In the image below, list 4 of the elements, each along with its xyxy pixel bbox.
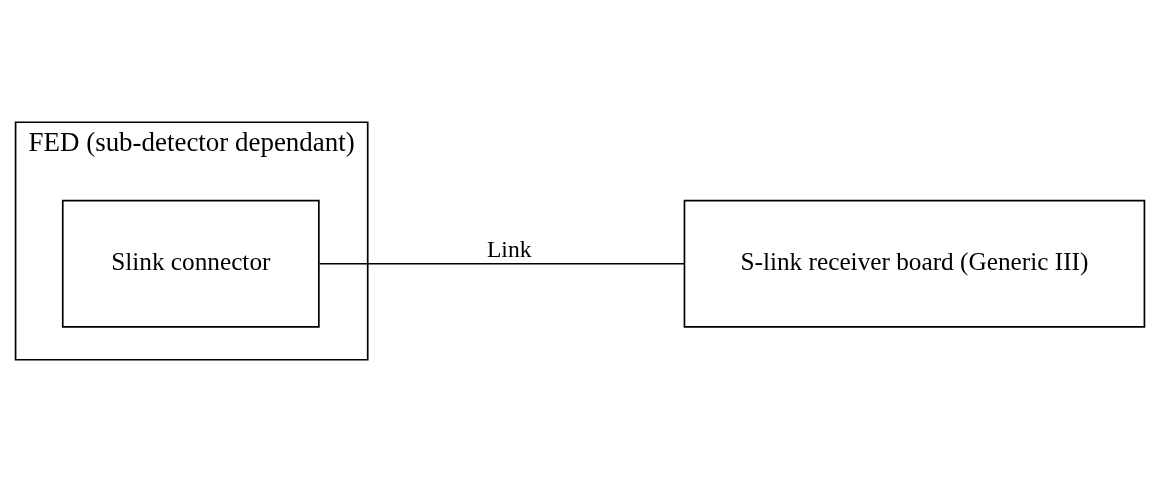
node-box: S-link receiver board (Generic III) bbox=[683, 199, 1146, 328]
edge-label: Link bbox=[486, 235, 532, 262]
connector bbox=[318, 262, 686, 265]
node-box: Slink connector bbox=[61, 199, 320, 328]
